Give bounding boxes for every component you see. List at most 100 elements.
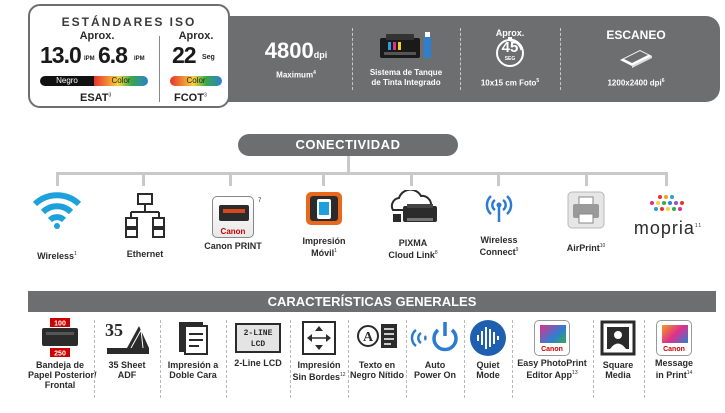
color-unit: IPM — [134, 56, 145, 62]
adf-icon: 35 — [105, 320, 149, 354]
canon-print-label: Canon PRINT — [204, 241, 262, 251]
speed-legend: Negro Color — [40, 76, 148, 86]
connectivity-mopria: mopria11 — [630, 194, 706, 237]
mono-speed: 13.0 — [40, 42, 82, 68]
scan-title: ESCANEO — [606, 28, 666, 42]
photo-seconds: 45 — [501, 39, 519, 56]
black-pill: Negro — [40, 76, 94, 86]
scan-label: 1200x2400 dpi6 — [607, 78, 665, 88]
lcd-icon: 2-LINE LCD — [235, 323, 281, 353]
photoprint-editor-icon: Canon — [534, 320, 570, 356]
esat-aprox: Aprox. — [79, 30, 115, 42]
features-header: CARACTERÍSTICAS GENERALES — [28, 291, 716, 312]
mopria-dots-icon — [650, 195, 684, 211]
canon-print-note: 7 — [258, 198, 262, 204]
photo-label: 10x15 cm Foto5 — [480, 78, 540, 88]
fcot-value: 22 — [172, 42, 197, 68]
spec-separator — [460, 28, 461, 90]
spec-separator — [560, 28, 561, 90]
mono-unit: IPM — [84, 56, 95, 62]
dpi-value: 4800 — [264, 38, 314, 63]
network-icon — [125, 193, 165, 238]
fcot-color-pill: Color — [170, 76, 222, 86]
fcot-unit: Seg — [202, 54, 215, 61]
mopria-logo-icon: mopria11 — [633, 218, 703, 238]
connectivity-airprint: AirPrint10 — [556, 190, 616, 253]
quiet-mode-icon — [470, 320, 506, 356]
scan-spec: ESCANEO 1200x2400 dpi6 — [566, 16, 706, 102]
auto-power-icon — [410, 322, 458, 352]
iso-title: ESTÁNDARES ISO — [61, 15, 197, 29]
lcd-label: 2-Line LCD — [234, 358, 282, 368]
cloud-printer-icon — [390, 188, 437, 222]
connector-line — [56, 172, 668, 175]
ethernet-label: Ethernet — [126, 249, 164, 259]
iso-standards-box: ESTÁNDARES ISO Aprox. 13.0 IPM 6.8 IPM N… — [28, 4, 230, 108]
svg-text:100: 100 — [54, 321, 66, 328]
connectivity-ethernet: Ethernet — [110, 190, 180, 259]
canon-print-app-icon: Canon — [212, 196, 254, 238]
svg-text:A: A — [363, 330, 374, 345]
spec-separator — [352, 28, 353, 90]
photo-speed-spec: Aprox. 45 SEG 10x15 cm Foto5 — [462, 16, 558, 102]
ink-tank-printer-icon — [380, 32, 431, 58]
photo-seg: SEG — [504, 56, 516, 62]
resolution-spec: 4800dpi Maximum4 — [240, 16, 352, 102]
paper-tray-icon: 100 250 — [42, 318, 78, 358]
connector-line — [347, 156, 350, 172]
photo-aprox: Aprox. — [495, 28, 525, 38]
wireless-label: Wireless1 — [37, 251, 77, 261]
scanner-icon — [620, 50, 652, 68]
fcot-label: FCOT3 — [174, 92, 207, 104]
connectivity-canon-print: Canon 7 Canon PRINT — [196, 190, 270, 251]
fcot-aprox: Aprox. — [178, 30, 214, 42]
svg-text:35: 35 — [105, 320, 123, 340]
airprint-label: AirPrint10 — [566, 243, 606, 253]
wifi-icon — [32, 192, 82, 229]
message-in-print-icon: Canon — [656, 320, 692, 356]
esat-block: Aprox. 13.0 IPM 6.8 IPM Negro Color ESAT… — [38, 30, 156, 104]
duplex-icon — [179, 322, 208, 355]
dpi-unit: dpi — [313, 50, 328, 60]
color-pill: Color — [94, 76, 148, 86]
dpi-label: Maximum4 — [276, 70, 316, 80]
connectivity-wireless: Wireless1 — [22, 190, 92, 261]
square-media-icon — [600, 320, 636, 356]
borderless-icon — [302, 321, 336, 355]
airprint-icon — [567, 191, 605, 229]
sharp-text-icon: A — [357, 324, 397, 348]
esat-label: ESAT3 — [80, 92, 112, 104]
connectivity-header: CONECTIVIDAD — [238, 134, 458, 156]
svg-text:250: 250 — [54, 351, 66, 358]
color-speed: 6.8 — [98, 42, 128, 68]
stopwatch-icon — [496, 37, 524, 67]
